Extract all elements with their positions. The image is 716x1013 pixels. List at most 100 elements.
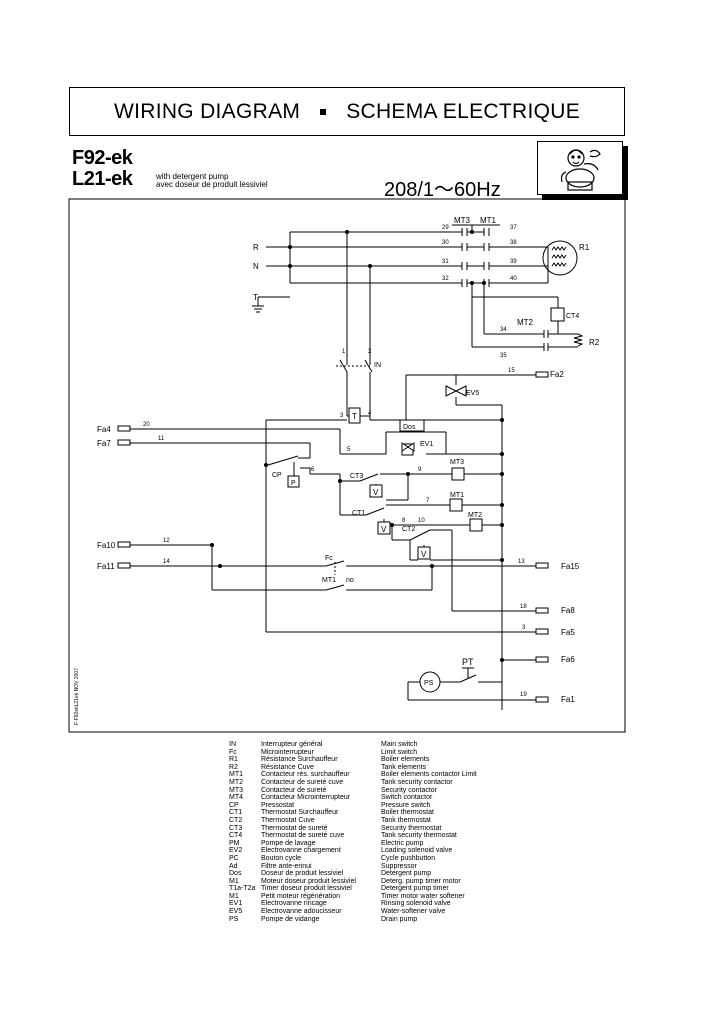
- legend-french: Electrovanne chargement: [261, 847, 341, 855]
- label-ev1: EV1: [420, 441, 433, 448]
- terminal-fa10: [117, 541, 131, 548]
- legend-french: Electrovanne adoucisseur: [261, 908, 342, 916]
- legend-code: Dos: [229, 870, 242, 878]
- legend-english: Detergent pump timer: [381, 885, 449, 893]
- legend-french: Contacteur Microinterrupteur: [261, 794, 351, 802]
- label-pt: PT: [462, 657, 474, 667]
- wire-18: 18: [520, 604, 527, 610]
- label-ev5: EV5: [466, 390, 479, 397]
- label-mt1: MT1: [480, 216, 497, 225]
- wire-7: 7: [426, 498, 430, 504]
- legend-english: Tank security contactor: [381, 778, 453, 786]
- title-left: WIRING DIAGRAM: [113, 100, 301, 123]
- model-name-2: L21-ek: [72, 168, 133, 190]
- legend-french: Résistance Surchauffeur: [261, 756, 338, 764]
- wire-2: 2: [368, 349, 372, 355]
- legend-french: Pompe de lavage: [261, 839, 316, 847]
- legend-french: Doseur de produit lessiviel: [261, 870, 344, 878]
- legend-code: CT3: [229, 824, 243, 832]
- supply-frequency: 208/1〜60Hz: [384, 179, 501, 201]
- wire-19: 19: [520, 692, 527, 698]
- terminal-label-fa6: Fa6: [561, 655, 575, 664]
- label-mt3-coil: MT3: [450, 459, 464, 466]
- wire-9: 9: [418, 467, 422, 473]
- legend-code: M1: [229, 877, 239, 885]
- legend-code: PS: [229, 915, 239, 923]
- legend-code: IN: [229, 741, 236, 748]
- subtitle-en: with detergent pump: [156, 172, 229, 181]
- legend-code: MT4: [229, 794, 243, 802]
- wire-29: 29: [442, 225, 449, 231]
- terminal-fa5: [535, 628, 549, 635]
- legend-code: EV1: [229, 900, 243, 908]
- legend-french: Bouton cycle: [261, 854, 302, 862]
- wire-35: 35: [500, 353, 507, 359]
- label-mt1-coil: MT1: [450, 492, 464, 499]
- legend-french: Contacteur de sureté cuve: [261, 778, 344, 786]
- terminal-label-fa5: Fa5: [561, 628, 575, 637]
- legend-code: R2: [229, 763, 238, 771]
- legend-french: Interrupteur général: [261, 741, 323, 748]
- legend-english: Detergent pump: [381, 870, 432, 878]
- legend-english: Electric pump: [381, 839, 424, 847]
- legend-french: Thermostat Cuve: [261, 816, 315, 824]
- label-ct2: CT2: [402, 526, 415, 533]
- terminal-label-fa7: Fa7: [97, 439, 111, 448]
- legend-english: Suppressor: [381, 862, 417, 870]
- mascot-icon: [560, 149, 601, 191]
- legend-code: CP: [229, 801, 239, 809]
- mascot-logo: [537, 141, 623, 195]
- label-r2: R2: [589, 338, 600, 347]
- label-fc: Fc: [325, 555, 333, 562]
- legend-french: Timer doseur produit lessiviel: [261, 885, 352, 893]
- wire-15: 15: [508, 368, 515, 374]
- legend-code: CT1: [229, 809, 243, 817]
- terminal-fa11: [117, 562, 131, 569]
- legend-code: MT1: [229, 771, 243, 779]
- label-v1: V: [373, 488, 379, 497]
- terminal-fa15: [535, 562, 549, 569]
- label-n: N: [253, 262, 259, 271]
- wire-13: 13: [518, 559, 525, 565]
- title-separator: [320, 109, 327, 116]
- legend-row: PM Pompe de lavage Electric pump: [229, 840, 521, 848]
- terminal-label-fa8: Fa8: [561, 606, 575, 615]
- legend-english: Loading solenoid valve: [381, 847, 453, 855]
- wire-10: 10: [418, 518, 425, 524]
- wire-39: 39: [510, 259, 517, 265]
- subtitle-fr: avec doseur de produit lessiviel: [156, 180, 268, 189]
- label-cp: CP: [272, 472, 282, 479]
- legend-french: Thermostat de sureté cuve: [261, 832, 345, 840]
- legend-french: Filtre ante-ennui: [261, 862, 312, 870]
- legend-french: Thermostat Surchauffeur: [261, 809, 339, 817]
- legend-english: Tank thermostat: [381, 816, 431, 824]
- legend-english: Deterg. pump timer motor: [381, 877, 461, 885]
- legend-code: PM: [229, 839, 240, 847]
- legend-english: Rinsing solenoid valve: [381, 900, 451, 908]
- legend-code: MT3: [229, 786, 243, 794]
- wire-3b: 3: [522, 625, 526, 631]
- legend-french: Pressostat: [261, 801, 295, 809]
- wire-38: 38: [510, 240, 517, 246]
- legend-code: Fc: [229, 748, 237, 756]
- wire-30: 30: [442, 240, 449, 246]
- terminal-fa7: [117, 439, 131, 446]
- label-r: R: [253, 243, 259, 252]
- wire-4: 4: [368, 411, 372, 417]
- legend-english: Drain pump: [381, 915, 418, 923]
- legend-row: Dos Doseur de produit lessiviel Detergent …: [229, 870, 521, 878]
- wire-34: 34: [500, 327, 507, 333]
